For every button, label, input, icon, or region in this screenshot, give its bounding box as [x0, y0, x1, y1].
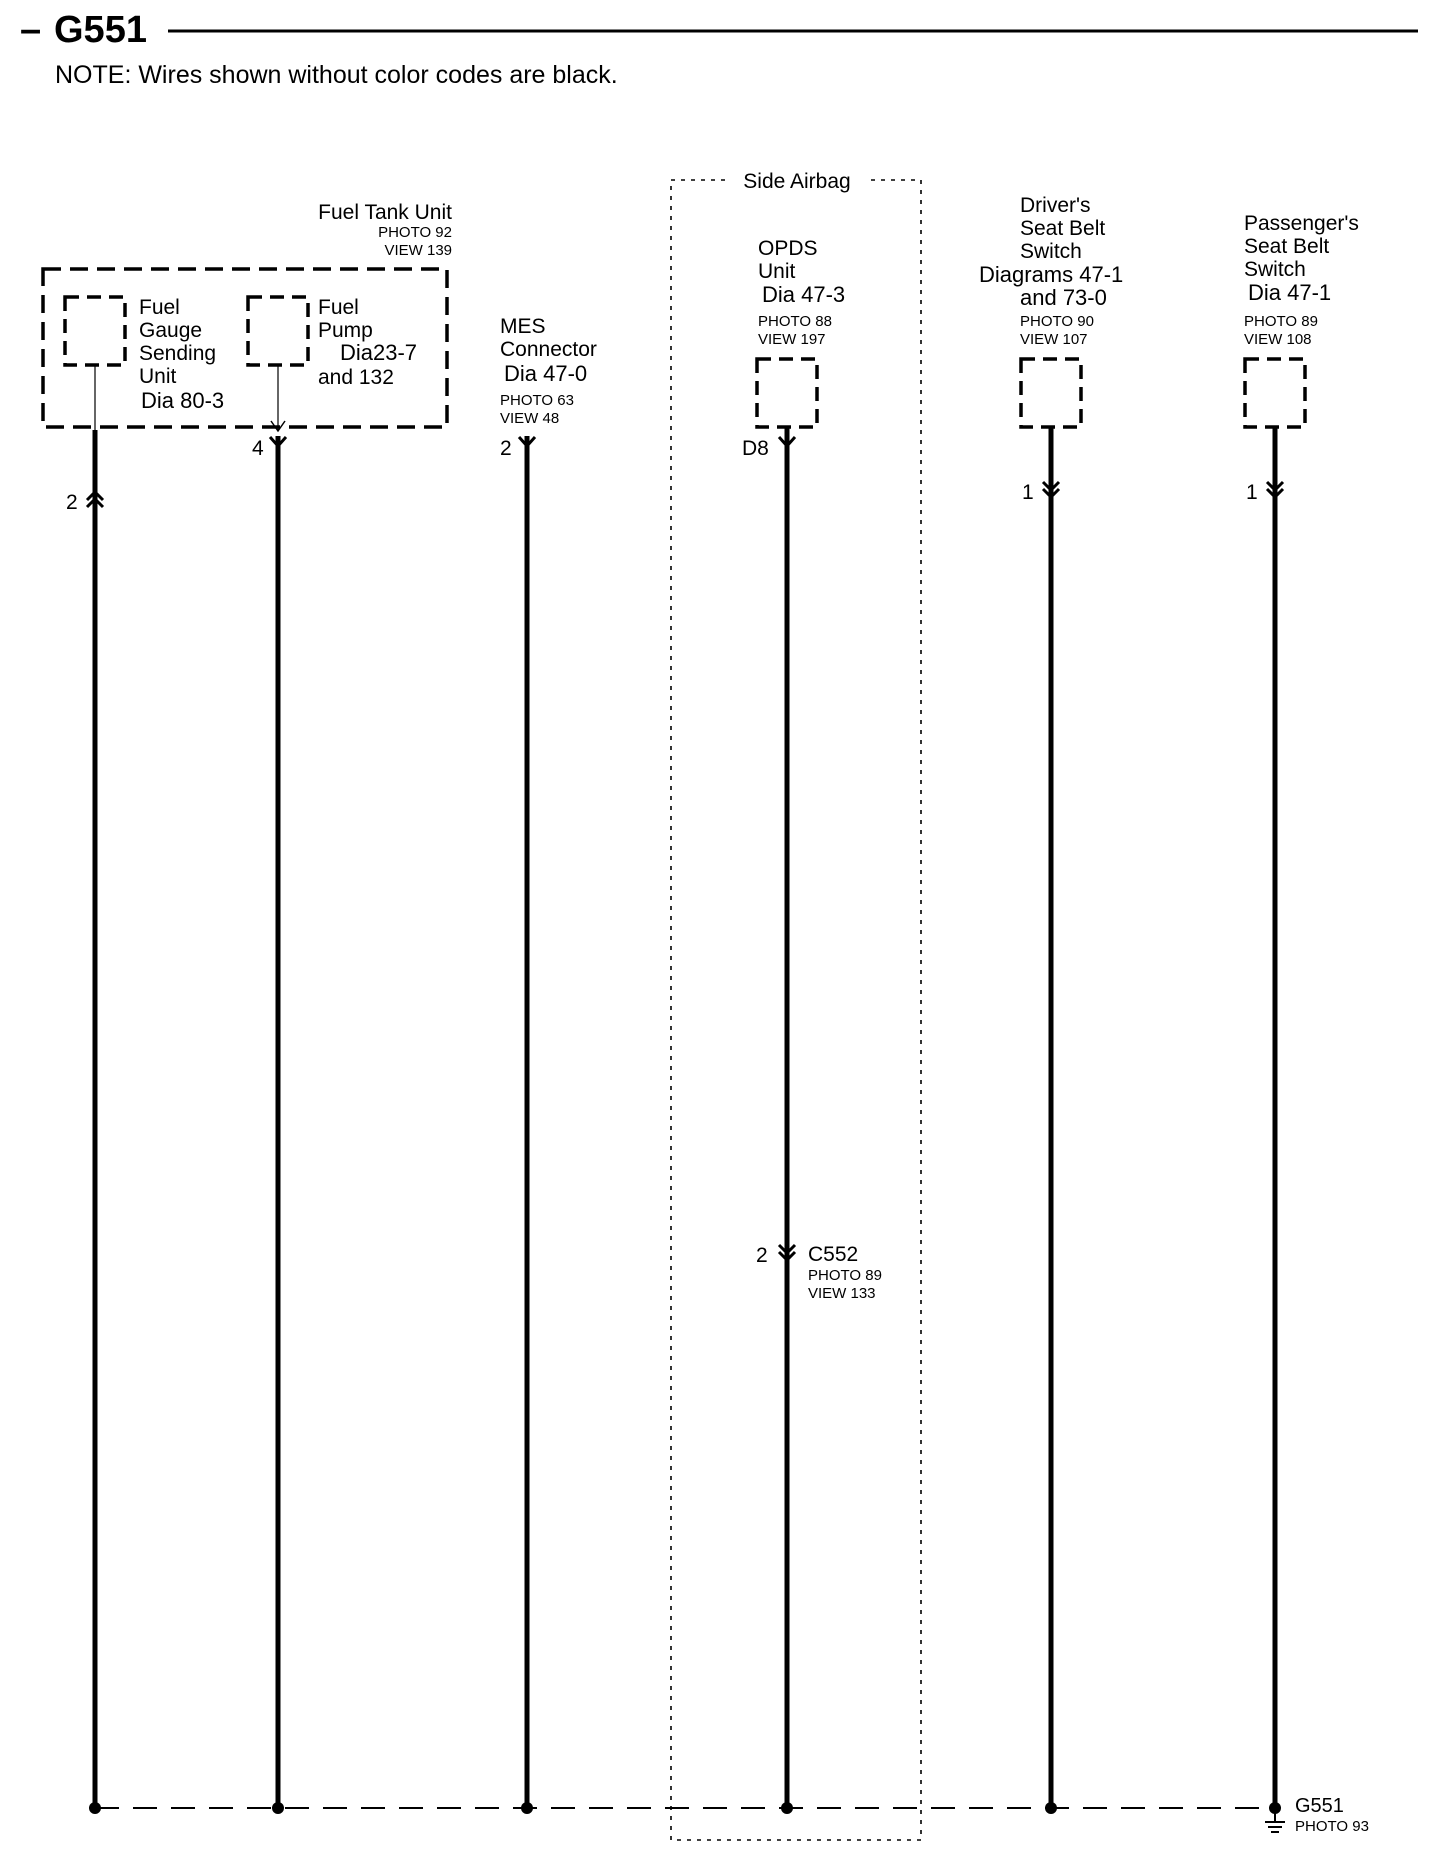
c552-pin-label: 2 — [756, 1244, 768, 1267]
passengers-label-1: Passenger's — [1244, 212, 1359, 235]
opds-label-1: OPDS — [758, 237, 818, 260]
drivers-label-1: Driver's — [1020, 194, 1091, 217]
note-text: NOTE: Wires shown without color codes ar… — [55, 61, 618, 89]
c552-label: C552 — [808, 1243, 858, 1266]
title-dash: – — [20, 9, 41, 51]
opds-label-2: Unit — [758, 260, 796, 283]
passengers-component-box[interactable] — [1243, 357, 1307, 429]
fuel-pump-lead-arrow — [270, 420, 286, 433]
opds-dia: Dia 47-3 — [762, 282, 845, 307]
fuel-tank-unit-outline — [41, 267, 449, 429]
fuel-gauge-dia: Dia 80-3 — [141, 388, 224, 413]
fuel-pump-dia: Dia23-7 — [340, 340, 417, 365]
passengers-label-3: Switch — [1244, 258, 1306, 281]
ground-symbol-icon — [1265, 1812, 1285, 1833]
page-title: G551 — [54, 9, 147, 51]
drivers-label-5: and 73-0 — [1020, 285, 1107, 310]
pin-opds-label: D8 — [742, 437, 769, 460]
c552-photo: PHOTO 89 — [808, 1267, 882, 1284]
pin-passengers: 1 — [1246, 480, 1285, 504]
mes-connector[interactable]: MES Connector Dia 47-0 PHOTO 63 VIEW 48 — [500, 315, 597, 427]
pin-fuel-gauge: 2 — [66, 489, 105, 514]
drivers-label-4: Diagrams 47-1 — [979, 262, 1123, 287]
mes-view: VIEW 48 — [500, 410, 559, 427]
pin-opds: D8 — [742, 436, 797, 460]
fuel-pump-label-3: and 132 — [318, 366, 394, 389]
fuel-pump-label-1: Fuel — [318, 296, 359, 319]
passengers-view: VIEW 108 — [1244, 331, 1312, 348]
splice-dot — [1045, 1802, 1057, 1814]
drivers-component-box[interactable] — [1019, 357, 1083, 429]
mes-photo: PHOTO 63 — [500, 392, 574, 409]
fuel-gauge-label-3: Sending — [139, 342, 216, 365]
c552-view: VIEW 133 — [808, 1285, 876, 1302]
drivers-label-2: Seat Belt — [1020, 217, 1105, 240]
mes-label-2: Connector — [500, 338, 597, 361]
fuel-gauge-label-2: Gauge — [139, 319, 202, 342]
fuel-pump-label-2: Pump — [318, 319, 373, 342]
opds-component-box[interactable] — [755, 357, 819, 429]
ground-photo: PHOTO 93 — [1295, 1818, 1369, 1835]
mes-label-1: MES — [500, 315, 546, 338]
fuel-pump-component-box[interactable] — [246, 295, 310, 367]
connector-c552[interactable]: 2 C552 PHOTO 89 VIEW 133 — [756, 1243, 882, 1302]
passengers-seat-belt-switch[interactable]: Passenger's Seat Belt Switch Dia 47-1 PH… — [1243, 212, 1359, 429]
fuel-gauge-component-box[interactable] — [63, 295, 127, 367]
pin-drivers-label: 1 — [1022, 481, 1034, 504]
ground-splice-dots — [89, 1802, 1281, 1814]
fuel-tank-unit[interactable]: Fuel Tank Unit PHOTO 92 VIEW 139 Fuel Ga… — [41, 201, 452, 433]
fuel-gauge-label-1: Fuel — [139, 296, 180, 319]
passengers-dia: Dia 47-1 — [1248, 280, 1331, 305]
pin-passengers-label: 1 — [1246, 481, 1258, 504]
opds-unit[interactable]: OPDS Unit Dia 47-3 PHOTO 88 VIEW 197 — [755, 237, 845, 429]
side-airbag-region: Side Airbag — [670, 168, 922, 1841]
ground-label: G551 — [1295, 1795, 1344, 1817]
fuel-gauge-label-4: Unit — [139, 365, 177, 388]
fuel-tank-unit-title: Fuel Tank Unit — [318, 201, 452, 224]
drivers-view: VIEW 107 — [1020, 331, 1088, 348]
passengers-label-2: Seat Belt — [1244, 235, 1329, 258]
pin-drivers: 1 — [1022, 480, 1061, 504]
pin-mes: 2 — [500, 436, 537, 460]
pin-fuel-pump: 4 — [252, 436, 288, 460]
passengers-photo: PHOTO 89 — [1244, 313, 1318, 330]
pin-mes-label: 2 — [500, 437, 512, 460]
splice-dot — [272, 1802, 284, 1814]
pin-fuel-pump-label: 4 — [252, 437, 264, 460]
opds-view: VIEW 197 — [758, 331, 826, 348]
drivers-seat-belt-switch[interactable]: Driver's Seat Belt Switch Diagrams 47-1 … — [979, 194, 1123, 429]
side-airbag-label: Side Airbag — [743, 170, 850, 193]
mes-dia: Dia 47-0 — [504, 361, 587, 386]
drivers-photo: PHOTO 90 — [1020, 313, 1094, 330]
drivers-label-3: Switch — [1020, 240, 1082, 263]
pin-fuel-gauge-label: 2 — [66, 491, 78, 514]
fuel-tank-unit-photo: PHOTO 92 — [378, 224, 452, 241]
splice-dot — [781, 1802, 793, 1814]
splice-dot — [1269, 1802, 1281, 1814]
opds-photo: PHOTO 88 — [758, 313, 832, 330]
splice-dot — [521, 1802, 533, 1814]
fuel-tank-unit-view: VIEW 139 — [384, 242, 452, 259]
splice-dot — [89, 1802, 101, 1814]
